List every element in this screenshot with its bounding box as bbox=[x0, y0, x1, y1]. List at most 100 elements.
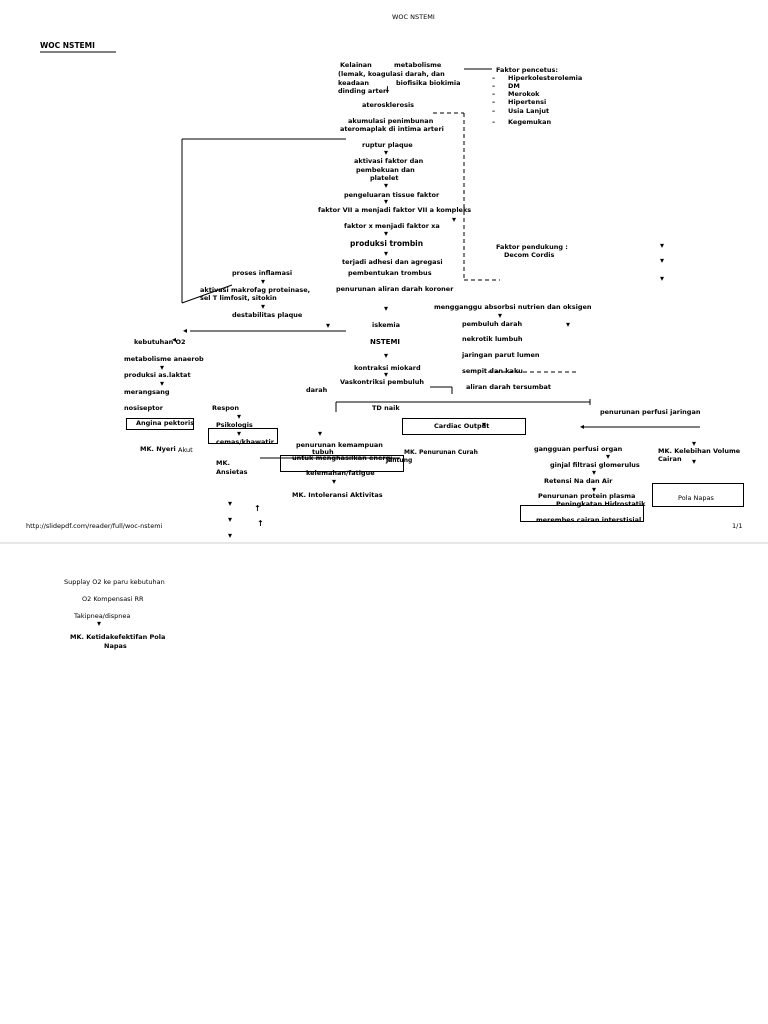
adhesi: terjadi adhesi dan agregasi bbox=[342, 258, 443, 266]
pembentukan-trombus: pembentukan trombus bbox=[348, 269, 432, 277]
jantung-label: Jantung bbox=[386, 457, 413, 464]
faktor-vii: faktor VII a menjadi faktor VII a komple… bbox=[318, 206, 472, 214]
darah-label: darah bbox=[306, 386, 328, 394]
peningkatan-hidrostatik: Peningkatan Hidrostatik bbox=[556, 500, 646, 508]
aktivasi-b: pembekuan dan bbox=[356, 166, 415, 174]
arrow-down-icon: ▾ bbox=[482, 420, 487, 429]
arrow-down-icon: ▾ bbox=[384, 148, 389, 157]
respon: Respon bbox=[212, 404, 240, 412]
mk-ansietas-a: MK. bbox=[216, 459, 230, 467]
pencetus-dash: – bbox=[492, 118, 496, 126]
pembuluh-darah: pembuluh darah bbox=[462, 320, 523, 328]
arrow-down-icon: ▾ bbox=[452, 215, 457, 224]
mk-ansietas-b: Ansietas bbox=[216, 468, 248, 476]
aktivasi-makrofag-a: aktivasi makrofag proteinase, bbox=[200, 286, 311, 294]
aktivasi-makrofag-b: sel T limfosit, sitokin bbox=[200, 294, 277, 302]
mk-intoleransi: MK. Intoleransi Aktivitas bbox=[292, 491, 383, 499]
nekrotik-lumbuh: nekrotik lumbuh bbox=[462, 335, 523, 343]
cemas-khawatir: cemas/khawatir bbox=[216, 438, 274, 446]
pencetus-dash: – bbox=[492, 107, 496, 115]
arrow-down-icon: ▾ bbox=[660, 256, 665, 265]
pengeluaran: pengeluaran tissue faktor bbox=[344, 191, 440, 199]
arrow-down-icon: ▾ bbox=[592, 485, 597, 494]
penurunan-kemampuan-b: tubuh bbox=[312, 448, 334, 456]
cardiac-output: Cardiac Output bbox=[434, 422, 490, 430]
energi-box bbox=[280, 455, 404, 472]
produksi-trombin: produksi trombin bbox=[350, 239, 424, 248]
kelainan-e: biofisika biokimia bbox=[396, 79, 461, 87]
pola-napas-box bbox=[652, 483, 744, 507]
pencetus-item: Hiperkolesterolemia bbox=[508, 74, 583, 82]
vasokontriksi: Vaskontriksi pembuluh bbox=[340, 378, 424, 386]
merangsang: merangsang bbox=[124, 388, 170, 396]
pencetus-dash: – bbox=[492, 98, 496, 106]
pencetus-item: Merokok bbox=[508, 90, 540, 98]
penurunan-protein: Penurunan protein plasma bbox=[538, 492, 636, 500]
sempit-kaku: sempit dan kaku bbox=[462, 367, 523, 375]
arrow-down-icon: ▾ bbox=[318, 429, 323, 438]
arrow-down-icon: ▾ bbox=[384, 229, 389, 238]
page-number: 1/1 bbox=[732, 522, 743, 530]
pendukung-item: Decom Cordis bbox=[504, 251, 555, 259]
arrow-down-icon: ▾ bbox=[384, 304, 389, 313]
metabolisme-anaerob: metabolisme anaerob bbox=[124, 355, 204, 363]
td-naik: TD naik bbox=[372, 404, 400, 412]
cemas-box bbox=[208, 428, 278, 444]
mk-ketidakefektifan-a: MK. Ketidakefektifan Pola bbox=[70, 633, 166, 641]
kebutuhan-o2: kebutuhan O2 bbox=[134, 338, 186, 346]
source-url: http://slidepdf.com/reader/full/woc-nste… bbox=[26, 522, 163, 530]
top-title: WOC NSTEMI bbox=[392, 13, 435, 21]
aktivasi-a: aktivasi faktor dan bbox=[354, 157, 424, 165]
kelainan-b: metabolisme bbox=[394, 61, 442, 69]
arrow-left-icon: ◂ bbox=[172, 335, 177, 344]
pencetus-dash: – bbox=[492, 74, 496, 82]
ruptur-plaque: ruptur plaque bbox=[362, 141, 413, 149]
pencetus-item: Hipertensi bbox=[508, 98, 547, 106]
produksi-asam-laktat: produksi as.laktat bbox=[124, 371, 191, 379]
cardiac-output-box bbox=[402, 418, 526, 435]
penurunan-kemampuan-a: penurunan kemampuan bbox=[296, 441, 383, 449]
proses-inflamasi: proses inflamasi bbox=[232, 269, 293, 277]
merembes-cairan: merembes cairan interstisial bbox=[536, 516, 642, 524]
kelainan-f: dinding arteri bbox=[338, 87, 389, 95]
arrow-down-icon: ▾ bbox=[228, 499, 233, 508]
kelainan-a: Kelainan bbox=[340, 61, 372, 69]
destabilitas-plaque: destabilitas plaque bbox=[232, 311, 303, 319]
pencetus-item: Usia Lanjut bbox=[508, 107, 550, 115]
arrow-down-icon: ▾ bbox=[498, 311, 503, 320]
mengganggu-absorbsi: mengganggu absorbsi nutrien dan oksigen bbox=[434, 303, 592, 311]
o2-kompensasi: O2 Kompensasi RR bbox=[82, 595, 144, 603]
mk-nyeri: MK. Nyeri bbox=[140, 445, 176, 453]
aliran-tersumbat: aliran darah tersumbat bbox=[466, 383, 551, 391]
akumulasi-b: ateromaplak di intima arteri bbox=[340, 125, 444, 133]
pendukung-title: Faktor pendukung : bbox=[496, 243, 568, 251]
energi: untuk menghasilkan energi bbox=[292, 454, 393, 462]
mk-kelebihan-b: Cairan bbox=[658, 455, 682, 463]
arrow-down-icon: ▾ bbox=[261, 302, 266, 311]
arrow-down-icon: ▾ bbox=[384, 351, 389, 360]
kelainan-d: keadaan bbox=[338, 79, 369, 87]
takipnea: Takipnea/dispnea bbox=[74, 612, 131, 620]
arrow-down-icon: ▾ bbox=[692, 439, 697, 448]
arrow-down-icon: ▾ bbox=[660, 241, 665, 250]
arrow-left-icon: ◂ bbox=[183, 326, 188, 335]
aterosklerosis: aterosklerosis bbox=[362, 101, 415, 109]
arrow-down-icon: ▾ bbox=[228, 531, 233, 540]
arrow-down-icon: ▾ bbox=[592, 468, 597, 477]
arrow-up-icon: ↑ bbox=[254, 504, 261, 513]
kelemahan: kelemahan/fatigue bbox=[306, 469, 375, 477]
kontraksi-miokard: kontraksi miokard bbox=[354, 364, 421, 372]
arrow-down-icon: ▾ bbox=[228, 515, 233, 524]
arrow-down-icon: ▾ bbox=[384, 249, 389, 258]
arrow-down-icon: ▾ bbox=[606, 452, 611, 461]
arrow-down-icon: ▾ bbox=[160, 379, 165, 388]
pencetus-dash: – bbox=[492, 82, 496, 90]
pencetus-dash: – bbox=[492, 90, 496, 98]
arrow-down-icon: ▾ bbox=[237, 429, 242, 438]
arrow-down-icon: ↓ bbox=[384, 85, 391, 94]
penurunan-perfusi: penurunan perfusi jaringan bbox=[600, 408, 701, 416]
pola-napas: Pola Napas bbox=[678, 494, 714, 502]
penurunan-aliran: penurunan aliran darah koroner bbox=[336, 285, 454, 293]
ginjal-filtrasi: ginjal filtrasi glomerulus bbox=[550, 461, 640, 469]
arrow-down-icon: ▾ bbox=[160, 363, 165, 372]
